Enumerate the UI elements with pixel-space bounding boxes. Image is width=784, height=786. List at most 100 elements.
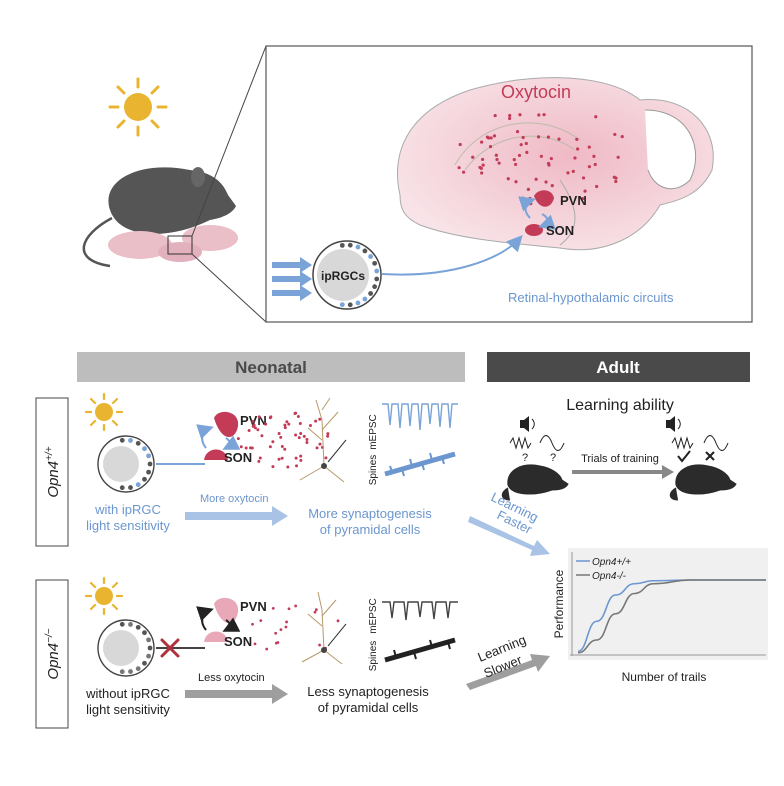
learning-ability-title: Learning ability [566,397,674,414]
retinal-cell [119,485,125,491]
oxytocin-dot [318,442,322,446]
oxytocin-dot [517,153,522,158]
oxytocin-dot [581,176,586,180]
oxytocin-dot [247,428,251,432]
retinal-cell [128,622,133,627]
retinal-cell [362,248,368,254]
oxytocin-dot [265,647,269,651]
iprgcs-label: ipRGCs [321,269,365,283]
son-wt [204,449,228,460]
retina-text-ko-2: light sensitivity [86,702,170,717]
zoom-lines [191,45,267,323]
retinal-cell [374,268,380,274]
oxytocin-dot [575,137,579,142]
oxytocin-dot [299,458,303,462]
sound-wave-low-right [703,435,729,451]
retinal-projection [381,235,523,276]
oxytocin-dot [271,440,275,444]
retinal-cell [146,637,151,643]
oxytocin-dot [480,157,485,162]
oxytocin-dot [271,465,275,469]
retinal-cell [339,242,345,248]
sun-icon-ko [84,576,124,616]
less-oxytocin-label: Less oxytocin [198,672,265,684]
speaker-icon-left [520,416,535,432]
oxytocin-dot [280,456,284,460]
oxytocin-dot [277,432,281,436]
oxytocin-dot [539,154,543,158]
check-icon [677,450,691,463]
oxytocin-dot [525,150,529,154]
oxytocin-dot [595,184,599,189]
genotype-box-ko: Opn4−/− [35,579,69,729]
oxytocin-dot [549,156,553,161]
mepsc-trace-wt [382,403,458,431]
oxytocin-dot [264,422,268,426]
oxytocin-dot [581,196,585,201]
mouse-icon-trained [669,464,737,501]
retinal-cell [142,660,147,666]
oxytocin-label: Oxytocin [501,82,571,102]
oxytocin-dot [546,161,551,166]
oxytocin-dots-wt [236,411,330,469]
oxytocin-dot [457,166,461,170]
oxytocin-dot [494,153,498,157]
oxytocin-dot [313,610,317,614]
oxytocin-dot [294,456,298,460]
sound-wave-low [539,435,565,451]
genotype-box-wt: Opn4+/+ [35,397,69,547]
oxytocin-dot [592,154,596,158]
oxytocin-dot [253,426,257,430]
mepsc-label-ko: mEPSC [368,598,379,634]
retina-text-ko-1: without ipRGC [85,686,170,701]
oxytocin-dot [259,619,263,623]
oxytocin-dot [521,135,525,140]
result-text-wt-2: of pyramidal cells [320,522,421,537]
oxytocin-dot [257,459,261,463]
oxytocin-dot [251,622,254,626]
retinal-cell [374,276,380,282]
brain-panel [265,45,753,323]
retinal-cell [355,244,361,250]
blocked-cross-icon [160,638,180,658]
learning-slower-arrow [466,654,550,690]
oxytocin-dots [457,113,624,206]
son-nucleus [525,224,543,236]
oxytocin-dot [507,116,512,121]
oxytocin-dot [542,113,546,117]
oxytocin-dot [239,445,243,449]
oxytocin-dot [285,420,289,424]
oxytocin-dot [258,456,262,460]
pvn-label-top: PVN [560,193,587,208]
sound-wave-high-right [671,436,694,450]
oxytocin-dot [536,135,541,139]
retinal-cell [142,630,147,636]
retinal-cell [119,669,125,675]
oxytocin-dot [526,187,530,191]
oxytocin-dot [514,180,518,184]
oxytocin-dot [274,631,278,635]
retinal-cell [128,485,133,490]
neuron-ko [301,591,347,665]
retinal-cell [347,242,353,248]
retinal-cell [355,300,361,306]
oxytocin-dot [283,423,287,427]
oxytocin-dot [488,145,493,149]
oxytocin-dot [518,113,522,117]
oxytocin-dot [613,132,617,137]
oxytocin-dot [257,415,261,419]
less-oxytocin-arrow [185,684,288,704]
chart-series-1 [577,579,766,654]
oxytocin-dot [489,136,493,140]
oxytocin-dot [620,135,624,139]
mouse-icon-untrained [501,464,569,501]
oxytocin-dot [506,177,510,181]
result-text-ko-1: Less synaptogenesis [307,684,429,699]
oxytocin-dot [315,446,319,450]
retinal-cell [147,645,153,651]
oxytocin-dot [279,435,283,439]
adult-header: Adult [596,358,640,377]
oxytocin-dot [593,162,597,167]
retina-text-wt-2: light sensitivity [86,518,170,533]
